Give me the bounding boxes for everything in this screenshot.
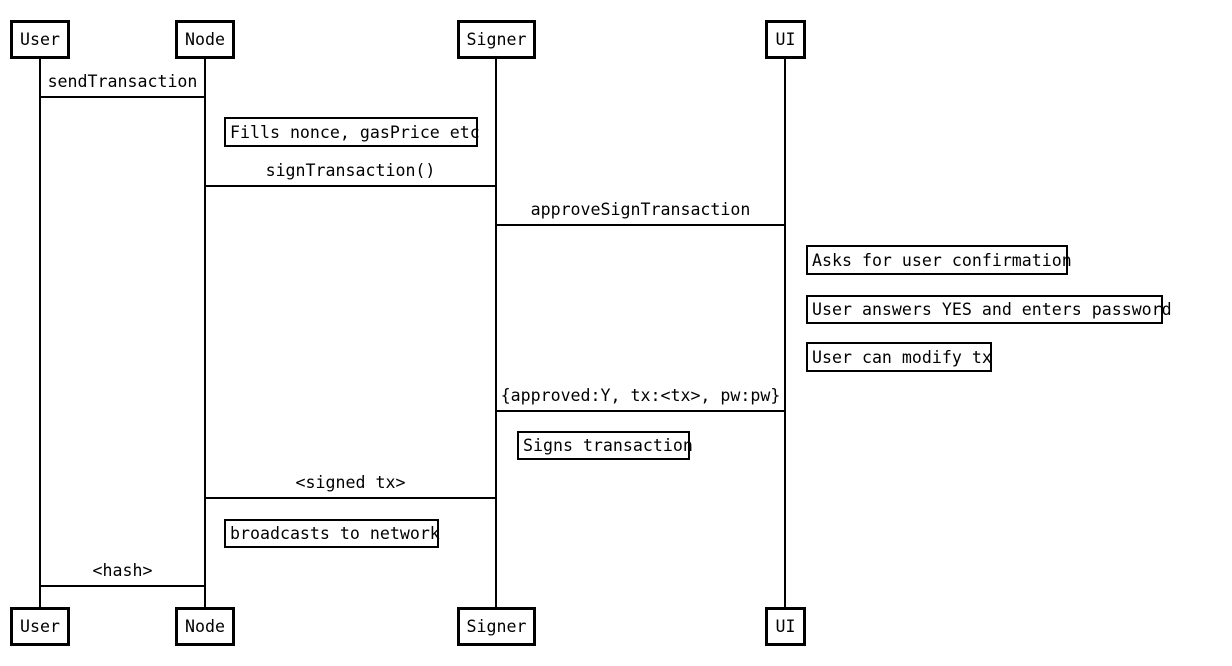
note-broadcasts: broadcasts to network	[224, 519, 440, 548]
lifeline-node	[204, 58, 206, 608]
actor-user-label: User	[20, 30, 60, 49]
actor-node-bottom: Node	[175, 607, 235, 646]
message-line-approvesigntransaction	[495, 224, 786, 226]
message-label-hash: <hash>	[92, 561, 153, 580]
note-fills-nonce-text: Fills nonce, gasPrice etc	[230, 122, 480, 142]
message-label-approved-response: {approved:Y, tx:<tx>, pw:pw}	[500, 386, 781, 405]
note-asks-confirmation: Asks for user confirmation	[806, 245, 1072, 275]
message-label-signed-tx: <signed tx>	[295, 473, 406, 492]
message-label-approvesigntransaction: approveSignTransaction	[530, 200, 751, 219]
lifeline-signer	[495, 58, 497, 608]
actor-user-label: User	[20, 617, 60, 636]
actor-user-top: User	[10, 20, 70, 59]
lifeline-ui	[784, 58, 786, 608]
note-signs-transaction-text: Signs transaction	[523, 436, 693, 455]
message-label-signtransaction: signTransaction()	[265, 161, 436, 180]
actor-ui-label: UI	[775, 617, 796, 636]
actor-user-bottom: User	[10, 607, 70, 646]
actor-ui-top: UI	[765, 20, 806, 59]
actor-ui-bottom: UI	[765, 607, 806, 646]
note-user-modify: User can modify tx	[806, 342, 992, 372]
message-line-sendtransaction	[39, 96, 206, 98]
note-user-modify-text: User can modify tx	[812, 347, 992, 367]
message-line-signtransaction	[204, 185, 497, 187]
actor-signer-label: Signer	[466, 30, 527, 49]
actor-signer-bottom: Signer	[457, 607, 536, 646]
actor-signer-label: Signer	[466, 617, 527, 636]
note-signs-transaction: Signs transaction	[517, 431, 693, 460]
note-asks-confirmation-text: Asks for user confirmation	[812, 250, 1072, 270]
lifeline-user	[39, 58, 41, 608]
note-broadcasts-text: broadcasts to network	[230, 524, 440, 543]
actor-node-label: Node	[185, 30, 225, 49]
message-line-signed-tx	[204, 497, 497, 499]
actor-ui-label: UI	[775, 30, 796, 49]
actor-node-label: Node	[185, 617, 225, 636]
actor-node-top: Node	[175, 20, 235, 59]
note-fills-nonce: Fills nonce, gasPrice etc	[224, 117, 480, 147]
message-label-sendtransaction: sendTransaction	[47, 72, 198, 91]
message-line-hash	[39, 585, 206, 587]
note-user-answers: User answers YES and enters password	[806, 295, 1172, 324]
note-user-answers-text: User answers YES and enters password	[812, 300, 1172, 319]
actor-signer-top: Signer	[457, 20, 536, 59]
message-line-approved-response	[495, 410, 786, 412]
